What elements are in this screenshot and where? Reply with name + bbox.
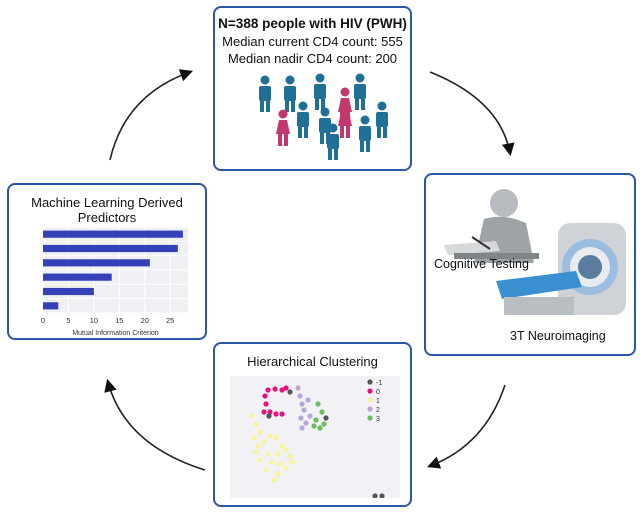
cluster-points bbox=[295, 385, 313, 431]
legend-label: 0 bbox=[376, 389, 380, 396]
male-person-icon bbox=[376, 101, 388, 138]
cluster-points bbox=[249, 413, 295, 483]
legend-marker bbox=[367, 388, 373, 394]
x-tick-label: 20 bbox=[141, 316, 149, 325]
predictor-bar bbox=[43, 244, 178, 253]
legend-label: 1 bbox=[376, 398, 380, 405]
x-tick-label: 0 bbox=[41, 316, 45, 325]
legend-marker bbox=[367, 397, 373, 403]
ml-predictors-panel: Machine Learning Derived Predictors 0 5 10… bbox=[7, 183, 207, 340]
cognitive-testing-label: Cognitive Testing bbox=[434, 257, 529, 271]
x-tick-label: 25 bbox=[166, 316, 174, 325]
predictor-bar bbox=[43, 273, 112, 281]
male-person-icon bbox=[314, 73, 326, 110]
predictor-bar bbox=[43, 302, 59, 310]
clustering-title: Hierarchical Clustering bbox=[247, 354, 378, 369]
mri-scanner-illustration bbox=[496, 223, 626, 315]
legend-marker bbox=[367, 406, 373, 412]
person-writing-illustration bbox=[444, 189, 539, 263]
male-person-icon bbox=[359, 115, 371, 152]
cluster-points bbox=[261, 385, 289, 417]
people-icons bbox=[259, 73, 388, 160]
male-person-icon bbox=[327, 123, 339, 160]
participants-count: N=388 people with HIV (PWH) bbox=[218, 16, 407, 31]
male-person-icon bbox=[297, 101, 309, 138]
cluster-scatter-plot: -1 0 1 2 3 bbox=[230, 376, 400, 498]
arrow-right-bottom bbox=[427, 384, 506, 469]
study-population-panel: N=388 people with HIV (PWH) Median curre… bbox=[213, 6, 412, 171]
x-tick-label: 10 bbox=[90, 316, 98, 325]
arrow-bottom-left bbox=[104, 378, 206, 471]
ml-title-line1: Machine Learning Derived bbox=[31, 195, 183, 210]
male-person-icon bbox=[284, 75, 296, 112]
x-axis-label: Mutual Information Criterion bbox=[72, 330, 158, 337]
male-person-icon bbox=[259, 75, 271, 112]
female-person-icon bbox=[276, 109, 290, 146]
legend-marker bbox=[367, 379, 373, 385]
arrow-left-top bbox=[109, 69, 194, 161]
arrow-top-right bbox=[429, 71, 515, 157]
nadir-cd4-text: Median nadir CD4 count: 200 bbox=[227, 51, 398, 66]
predictor-bar bbox=[43, 230, 183, 238]
x-tick-label: 15 bbox=[115, 316, 123, 325]
predictor-bar bbox=[43, 259, 150, 267]
clustering-panel: Hierarchical Clustering -1 0 1 2 3 bbox=[213, 342, 412, 507]
legend-label: 3 bbox=[376, 416, 380, 423]
neuroimaging-label: 3T Neuroimaging bbox=[510, 329, 606, 343]
assessment-panel: Cognitive Testing 3T Neuroimaging bbox=[424, 173, 636, 356]
legend-label: 2 bbox=[376, 407, 380, 414]
legend-label: -1 bbox=[376, 380, 382, 387]
cluster-points bbox=[266, 389, 385, 498]
predictor-bar bbox=[43, 287, 94, 296]
legend-marker bbox=[367, 415, 373, 421]
cluster-points bbox=[311, 401, 327, 431]
x-tick-label: 5 bbox=[66, 316, 70, 325]
current-cd4-text: Median current CD4 count: 555 bbox=[222, 34, 403, 49]
male-person-icon bbox=[354, 73, 366, 110]
female-person-icon bbox=[338, 101, 352, 138]
ml-title-line2: Predictors bbox=[77, 210, 137, 225]
